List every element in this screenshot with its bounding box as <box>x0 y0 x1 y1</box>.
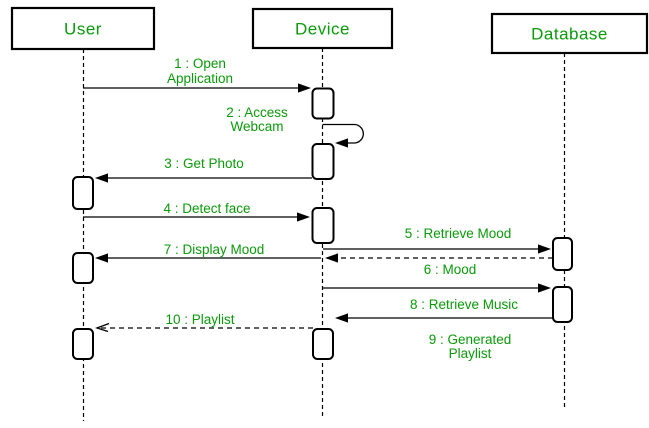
arrowhead-filled-2 <box>335 138 348 148</box>
arrowhead-filled-1 <box>298 83 311 93</box>
actor-label-device: Device <box>295 20 350 39</box>
message-label-8: 8 : Retrieve Music <box>410 297 518 312</box>
activation-box-device-8 <box>312 328 334 360</box>
arrowhead-open-10 <box>95 322 110 333</box>
activation-box-user-4 <box>72 252 94 284</box>
activation-box-database-5 <box>552 237 573 271</box>
arrowhead-filled-7 <box>95 253 108 263</box>
activation-box-device-3 <box>311 207 335 244</box>
arrowhead-filled-6 <box>325 253 338 263</box>
arrowhead-filled-4 <box>297 212 310 222</box>
arrowhead-filled-8 <box>538 283 551 293</box>
arrowhead-filled-5 <box>538 244 551 254</box>
message-label-1-line2: Application <box>167 71 233 86</box>
message-label-5: 5 : Retrieve Mood <box>405 226 512 241</box>
message-label-4: 4 : Detect face <box>163 201 250 216</box>
message-label-9-line2: Playlist <box>449 346 492 361</box>
message-label-10: 10 : Playlist <box>165 312 234 327</box>
message-label-1-line1: 1 : Open <box>174 56 226 71</box>
message-label-2-line1: 2 : Access <box>226 105 288 120</box>
arrowhead-filled-3 <box>95 173 108 183</box>
message-line-2 <box>322 123 364 144</box>
activation-box-device-0 <box>311 87 335 120</box>
actor-box-device <box>251 7 394 50</box>
activation-box-user-7 <box>72 328 94 360</box>
activation-box-device-1 <box>311 143 335 180</box>
message-label-6: 6 : Mood <box>424 262 477 277</box>
actor-label-database: Database <box>531 25 608 44</box>
activation-box-user-2 <box>72 176 94 210</box>
message-label-2-line2: Webcam <box>230 119 283 134</box>
actor-label-user: User <box>64 20 102 39</box>
actor-box-database <box>490 12 649 55</box>
message-label-3: 3 : Get Photo <box>164 156 244 171</box>
message-label-7: 7 : Display Mood <box>164 242 265 257</box>
activation-box-database-6 <box>552 286 573 323</box>
message-label-9-line1: 9 : Generated <box>429 332 512 347</box>
arrowhead-filled-9 <box>335 313 348 323</box>
actor-box-user <box>10 6 156 51</box>
